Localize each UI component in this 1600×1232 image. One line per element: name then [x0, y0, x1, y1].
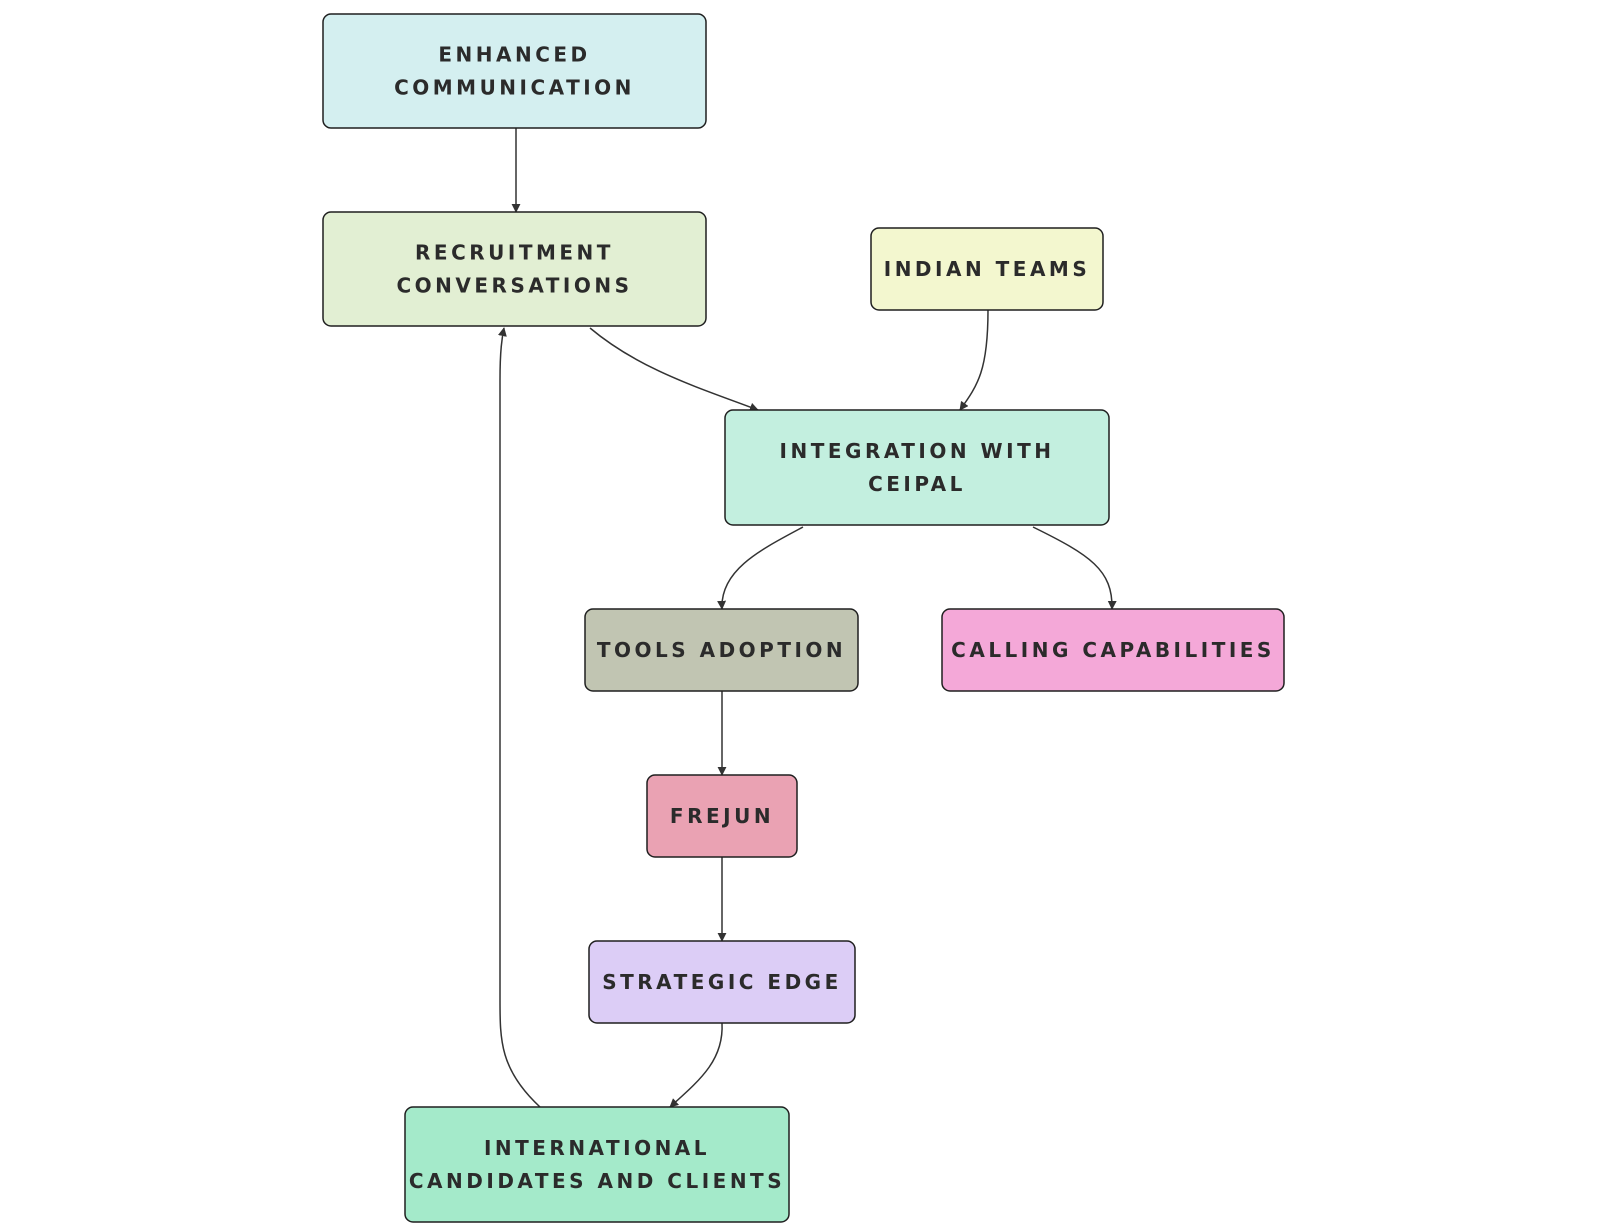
node-box-enhanced	[322, 13, 707, 129]
node-integration[interactable]: INTEGRATION WITH CEIPAL	[724, 409, 1110, 526]
node-label-calling: CALLING CAPABILITIES	[951, 638, 1275, 662]
node-international[interactable]: INTERNATIONAL CANDIDATES AND CLIENTS	[404, 1106, 790, 1223]
node-label-strategic: STRATEGIC EDGE	[602, 970, 842, 994]
node-tools[interactable]: TOOLS ADOPTION	[584, 608, 859, 692]
edge-integration-to-calling	[1032, 526, 1117, 610]
edge-strategic-to-international	[669, 1022, 723, 1108]
node-label-tools: TOOLS ADOPTION	[597, 638, 846, 662]
node-box-indian	[870, 227, 1104, 311]
node-label-enhanced: ENHANCED	[438, 43, 590, 67]
node-box-calling	[941, 608, 1285, 692]
edge-indian-to-integration	[959, 309, 989, 411]
node-box-frejun	[646, 774, 798, 858]
node-strategic[interactable]: STRATEGIC EDGE	[588, 940, 856, 1024]
nodes: ENHANCED COMMUNICATION RECRUITMENT CONVERSA…	[322, 13, 1285, 1223]
node-label-enhanced: COMMUNICATION	[394, 76, 635, 100]
edge-integration-to-tools	[717, 526, 804, 610]
node-enhanced[interactable]: ENHANCED COMMUNICATION	[322, 13, 707, 129]
node-box-international	[404, 1106, 790, 1223]
node-frejun[interactable]: FREJUN	[646, 774, 798, 858]
node-recruitment[interactable]: RECRUITMENT CONVERSATIONS	[322, 211, 707, 327]
edges	[497, 128, 1117, 1108]
node-label-integration: INTEGRATION WITH	[780, 439, 1055, 463]
node-box-integration	[724, 409, 1110, 526]
node-box-strategic	[588, 940, 856, 1024]
node-label-international: CANDIDATES AND CLIENTS	[409, 1169, 785, 1193]
node-label-recruitment: CONVERSATIONS	[396, 274, 632, 298]
node-label-international: INTERNATIONAL	[484, 1136, 710, 1160]
node-box-recruitment	[322, 211, 707, 327]
edge-recruitment-to-integration	[589, 327, 759, 412]
node-label-integration: CEIPAL	[868, 472, 966, 496]
node-calling[interactable]: CALLING CAPABILITIES	[941, 608, 1285, 692]
node-indian[interactable]: INDIAN TEAMS	[870, 227, 1104, 311]
node-label-recruitment: RECRUITMENT	[415, 241, 614, 265]
edge-international-to-recruitment	[497, 327, 541, 1108]
node-label-indian: INDIAN TEAMS	[884, 257, 1091, 281]
node-label-frejun: FREJUN	[670, 804, 774, 828]
node-box-tools	[584, 608, 859, 692]
